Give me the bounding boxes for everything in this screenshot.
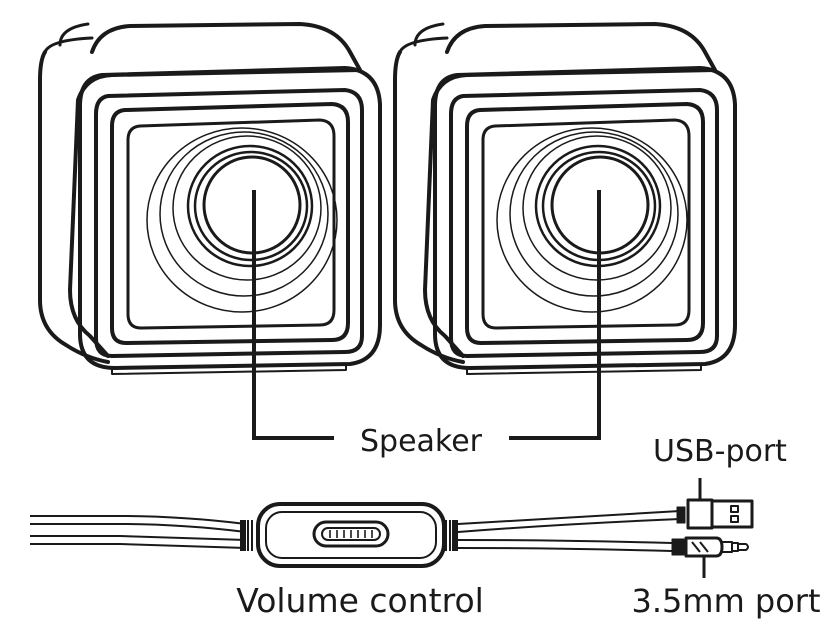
speaker-label: Speaker xyxy=(360,424,483,459)
audio-port-label: 3.5mm port xyxy=(632,582,821,620)
audio-jack-icon xyxy=(671,536,749,558)
port-leader-lines xyxy=(698,478,706,578)
left-speaker-icon xyxy=(38,22,382,375)
right-speaker-icon xyxy=(393,22,737,375)
speaker-leader-lines xyxy=(252,190,601,440)
usb-port-label: USB-port xyxy=(653,434,787,469)
usb-plug-icon xyxy=(676,498,754,530)
cable xyxy=(30,510,681,552)
volume-control-icon xyxy=(256,502,446,568)
volume-control-label: Volume control xyxy=(236,581,484,620)
